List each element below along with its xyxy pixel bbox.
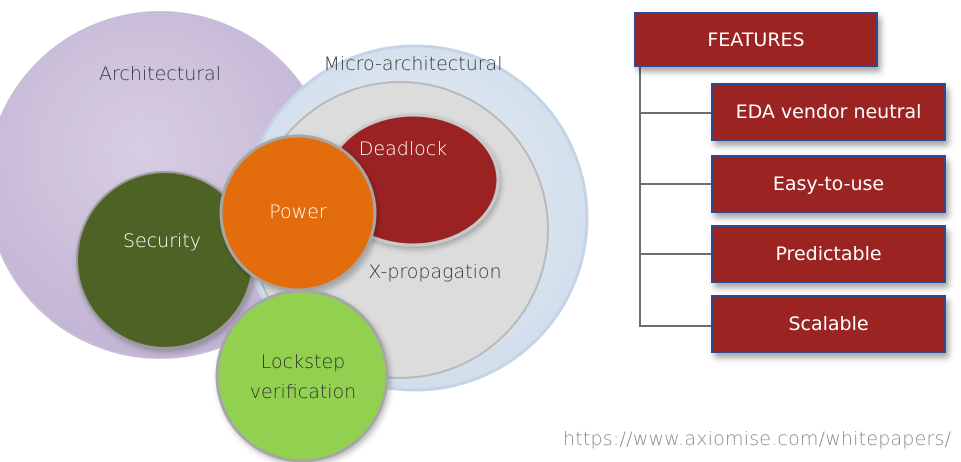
tree-vertical-line <box>639 64 641 326</box>
feature-label: Easy-to-use <box>772 173 885 195</box>
tree-connector-1 <box>639 112 713 114</box>
feature-label: Predictable <box>775 243 882 265</box>
feature-box-easy-to-use: Easy-to-use <box>711 155 946 213</box>
footer-url: https://www.axiomise.com/whitepapers/ <box>563 428 952 450</box>
lockstep-label-line1: Lockstep <box>261 351 345 373</box>
micro-architectural-label: Micro-architectural <box>324 53 503 75</box>
lockstep-circle <box>215 289 389 462</box>
feature-label: EDA vendor neutral <box>735 101 922 123</box>
power-label: Power <box>269 201 327 223</box>
lockstep-label-line2: verification <box>250 381 356 403</box>
x-propagation-label: X-propagation <box>368 261 501 283</box>
features-header-label: FEATURES <box>707 28 805 51</box>
deadlock-label: Deadlock <box>359 138 447 160</box>
venn-diagram: Architectural Micro-architectural Deadlo… <box>0 11 589 462</box>
feature-box-scalable: Scalable <box>711 295 946 353</box>
feature-label: Scalable <box>788 313 869 335</box>
security-label: Security <box>123 230 201 252</box>
architectural-label: Architectural <box>99 63 221 85</box>
feature-box-predictable: Predictable <box>711 225 946 283</box>
feature-box-eda-vendor-neutral: EDA vendor neutral <box>711 83 946 141</box>
features-header-box: FEATURES <box>634 12 878 67</box>
tree-connector-2 <box>639 183 713 185</box>
tree-connector-4 <box>639 325 713 327</box>
tree-connector-3 <box>639 253 713 255</box>
